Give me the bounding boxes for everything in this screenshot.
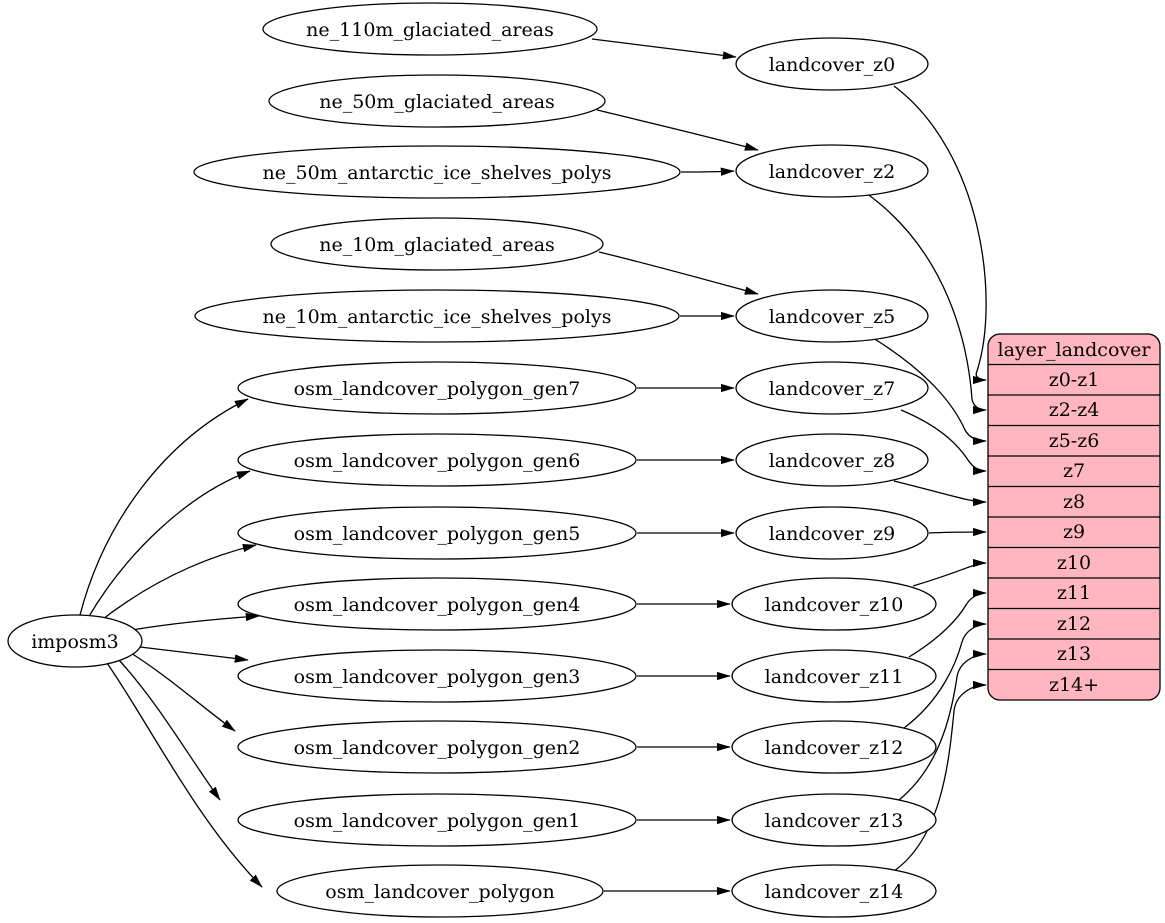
svg-text:osm_landcover_polygon_gen3: osm_landcover_polygon_gen3 [294, 666, 581, 688]
edge-imposm3-to-gen5 [98, 544, 257, 623]
node-osm-landcover-polygon-gen2: osm_landcover_polygon_gen2 [237, 720, 637, 774]
edge-z8-to-row-z8 [893, 480, 987, 507]
record-title: layer_landcover [998, 339, 1152, 361]
svg-text:osm_landcover_polygon_gen4: osm_landcover_polygon_gen4 [294, 594, 581, 616]
record-row-z9: z9 [1063, 521, 1085, 543]
svg-text:landcover_z14: landcover_z14 [765, 881, 904, 903]
svg-text:landcover_z9: landcover_z9 [769, 523, 896, 545]
node-osm-landcover-polygon-gen6: osm_landcover_polygon_gen6 [237, 433, 637, 487]
svg-text:landcover_z11: landcover_z11 [765, 666, 904, 688]
node-osm-landcover-polygon: osm_landcover_polygon [276, 864, 604, 918]
node-landcover-z7: landcover_z7 [735, 361, 929, 415]
record-row-z5-z6: z5-z6 [1049, 430, 1100, 452]
node-landcover-z9: landcover_z9 [735, 506, 929, 560]
node-ne-110m-glaciated-areas: ne_110m_glaciated_areas [262, 2, 598, 56]
node-osm-landcover-polygon-gen4: osm_landcover_polygon_gen4 [237, 577, 637, 631]
record-row-z0-z1: z0-z1 [1049, 369, 1100, 391]
edge-ne50m-antarctic-to-landcover-z2 [680, 167, 735, 176]
node-ne-50m-glaciated-areas: ne_50m_glaciated_areas [268, 74, 606, 128]
node-osm-landcover-polygon-gen5: osm_landcover_polygon_gen5 [237, 506, 637, 560]
node-osm-landcover-polygon-gen3: osm_landcover_polygon_gen3 [237, 649, 637, 703]
svg-text:landcover_z7: landcover_z7 [769, 378, 896, 400]
node-landcover-z10: landcover_z10 [731, 577, 937, 631]
edge-imposm3-to-gen1 [117, 658, 221, 801]
svg-text:osm_landcover_polygon_gen1: osm_landcover_polygon_gen1 [294, 810, 581, 832]
svg-text:ne_50m_antarctic_ice_shelves_p: ne_50m_antarctic_ice_shelves_polys [263, 162, 612, 184]
edge-z14-to-row-z14plus [893, 680, 987, 872]
node-landcover-z12: landcover_z12 [731, 720, 937, 774]
edge-imposm3-to-gen2 [130, 652, 236, 732]
record-row-z2-z4: z2-z4 [1049, 399, 1100, 421]
svg-text:landcover_z13: landcover_z13 [765, 810, 904, 832]
edge-group [79, 38, 987, 896]
edge-z12-to-row-z12 [903, 619, 987, 729]
svg-text:landcover_z10: landcover_z10 [765, 594, 904, 616]
edge-z7-to-row-z7 [900, 409, 987, 476]
node-landcover-z0: landcover_z0 [735, 37, 929, 91]
record-row-z10: z10 [1057, 552, 1091, 574]
node-ne-10m-glaciated-areas: ne_10m_glaciated_areas [270, 217, 604, 271]
edge-imposm3-to-gen3 [139, 646, 249, 663]
node-landcover-z5: landcover_z5 [735, 289, 929, 343]
edge-z2-to-row-z2-z4 [865, 192, 987, 415]
svg-text:landcover_z0: landcover_z0 [769, 54, 896, 76]
edge-z5-to-row-z5-z6 [872, 337, 987, 446]
svg-text:ne_10m_antarctic_ice_shelves_p: ne_10m_antarctic_ice_shelves_polys [263, 306, 612, 328]
edge-imposm3-to-gen7 [79, 398, 249, 616]
node-ne-10m-antarctic-ice-shelves-polys: ne_10m_antarctic_ice_shelves_polys [194, 289, 680, 343]
edge-ne10m-glaciated-to-landcover-z5 [598, 251, 759, 295]
node-imposm3: imposm3 [7, 614, 143, 668]
edge-imposm3-to-gen4 [131, 612, 260, 631]
node-ne-50m-antarctic-ice-shelves-polys: ne_50m_antarctic_ice_shelves_polys [193, 145, 681, 199]
edge-imposm3-to-gen6 [87, 470, 251, 619]
svg-text:ne_50m_glaciated_areas: ne_50m_glaciated_areas [319, 91, 555, 113]
svg-text:landcover_z12: landcover_z12 [765, 737, 904, 759]
record-row-z13: z13 [1057, 643, 1091, 665]
svg-text:osm_landcover_polygon_gen5: osm_landcover_polygon_gen5 [294, 523, 581, 545]
node-osm-landcover-polygon-gen1: osm_landcover_polygon_gen1 [237, 793, 637, 847]
edge-z0-to-row-z0-z1 [893, 85, 987, 385]
svg-text:osm_landcover_polygon: osm_landcover_polygon [325, 881, 554, 903]
edge-ne50m-glaciated-to-landcover-z2 [596, 109, 759, 151]
node-landcover-z2: landcover_z2 [735, 144, 929, 198]
svg-text:landcover_z2: landcover_z2 [769, 161, 896, 183]
record-row-z14plus: z14+ [1049, 674, 1099, 696]
record-row-z7: z7 [1063, 460, 1085, 482]
node-osm-landcover-polygon-gen7: osm_landcover_polygon_gen7 [237, 361, 637, 415]
record-row-z12: z12 [1057, 613, 1091, 635]
node-landcover-z8: landcover_z8 [735, 433, 929, 487]
node-landcover-z14: landcover_z14 [731, 864, 937, 918]
edge-z13-to-row-z13 [898, 649, 987, 801]
svg-text:osm_landcover_polygon_gen7: osm_landcover_polygon_gen7 [294, 378, 581, 400]
svg-text:imposm3: imposm3 [31, 631, 119, 653]
record-layer-landcover: layer_landcover z0-z1 z2-z4 z5-z6 z7 z8 … [987, 333, 1161, 701]
edge-z10-to-row-z10 [912, 558, 987, 587]
svg-text:osm_landcover_polygon_gen6: osm_landcover_polygon_gen6 [294, 450, 581, 472]
svg-text:ne_10m_glaciated_areas: ne_10m_glaciated_areas [319, 234, 555, 256]
edge-z11-to-row-z11 [908, 588, 987, 658]
node-landcover-z13: landcover_z13 [731, 793, 937, 847]
record-row-z8: z8 [1063, 491, 1085, 513]
node-landcover-z11: landcover_z11 [731, 649, 937, 703]
svg-text:landcover_z8: landcover_z8 [769, 450, 896, 472]
edge-z9-to-row-z9 [928, 527, 987, 537]
edge-ne110m-to-landcover-z0 [591, 38, 737, 60]
record-row-z11: z11 [1057, 582, 1091, 604]
svg-text:ne_110m_glaciated_areas: ne_110m_glaciated_areas [306, 19, 554, 41]
edge-imposm3-to-polygon [106, 662, 263, 888]
svg-text:landcover_z5: landcover_z5 [769, 306, 896, 328]
svg-text:osm_landcover_polygon_gen2: osm_landcover_polygon_gen2 [294, 737, 581, 759]
